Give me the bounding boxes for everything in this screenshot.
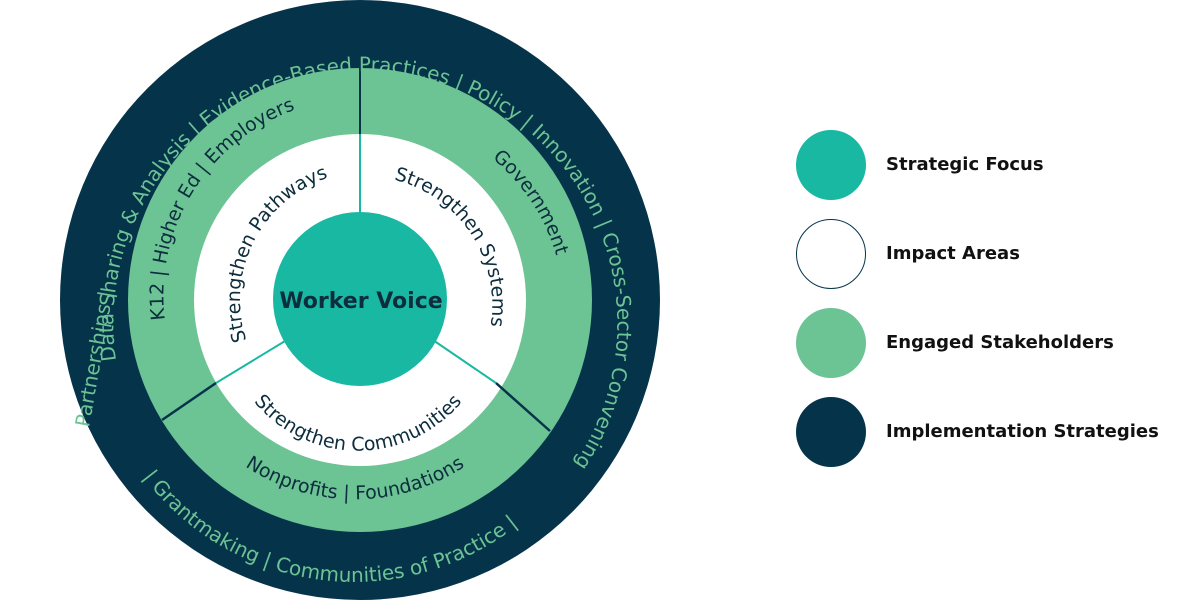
impact-areas-swatch-icon xyxy=(796,219,866,289)
legend-label-impact-areas: Impact Areas xyxy=(886,243,1020,264)
legend-label-engaged-stakeholders: Engaged Stakeholders xyxy=(886,332,1114,353)
divider-inner-left xyxy=(215,337,291,384)
engaged-stakeholders-swatch-icon xyxy=(796,308,866,378)
strategic-focus-circle xyxy=(273,212,447,386)
implementation-strategies-swatch-icon xyxy=(796,397,866,467)
legend-label-implementation-strategies: Implementation Strategies xyxy=(886,421,1159,442)
legend-label-strategic-focus: Strategic Focus xyxy=(886,154,1044,175)
strategy-wheel-diagram: Worker Voice Data Sharing & Analysis | E… xyxy=(60,0,660,600)
center-label: Worker Voice xyxy=(279,289,442,314)
divider-bottom-left xyxy=(161,381,217,422)
divider-bottom-right xyxy=(495,382,551,432)
divider-inner-right xyxy=(429,337,497,384)
strategic-focus-swatch-icon xyxy=(796,130,866,200)
